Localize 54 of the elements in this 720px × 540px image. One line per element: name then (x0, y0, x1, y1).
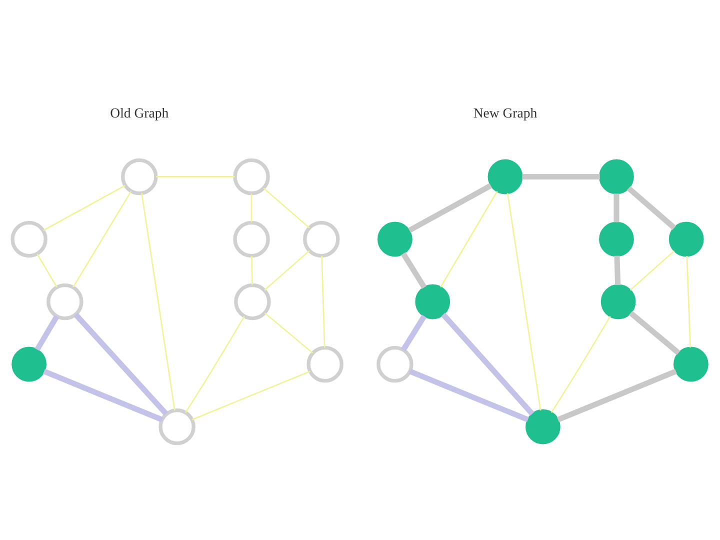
connector (400, 252, 427, 288)
connector (250, 193, 252, 222)
node-circle (46, 282, 84, 320)
connector (522, 173, 600, 179)
connector (556, 368, 677, 422)
connector (141, 192, 176, 410)
connector (321, 255, 326, 348)
connector (251, 256, 253, 284)
label: Old Graph (110, 104, 169, 120)
connector (408, 182, 492, 232)
node-circle (233, 220, 270, 258)
node-circle (668, 221, 704, 256)
connector (34, 314, 60, 351)
node-circle (12, 346, 47, 382)
connector (264, 250, 310, 290)
node-circle (306, 345, 344, 382)
node-circle (158, 408, 196, 445)
connector (72, 190, 132, 287)
connector (263, 187, 310, 228)
node-circle (233, 158, 270, 195)
node-circle (415, 284, 450, 319)
node-circle (600, 284, 636, 319)
connector (550, 315, 611, 412)
connector (400, 314, 427, 351)
connector (192, 370, 310, 420)
connector (408, 368, 529, 422)
connector (264, 312, 314, 354)
connector (441, 312, 534, 416)
node-circle (488, 158, 523, 194)
connector (614, 255, 621, 285)
node-circle (303, 220, 340, 258)
connector (614, 193, 620, 222)
node-circle (234, 282, 271, 320)
connector (440, 190, 498, 287)
node-circle (673, 346, 708, 382)
connector (630, 250, 675, 290)
connector (686, 255, 692, 348)
connector (43, 368, 164, 422)
node-circle (10, 220, 48, 258)
node-circle (377, 221, 412, 256)
connector (185, 315, 245, 412)
node-circle (376, 345, 414, 382)
connector (628, 310, 680, 355)
node-circle (121, 158, 158, 195)
connector (626, 186, 676, 230)
connector (156, 176, 235, 177)
node-circle (599, 158, 634, 194)
connector (506, 192, 542, 410)
node-circle (525, 408, 560, 444)
connector (74, 312, 168, 416)
label: New Graph (473, 104, 538, 120)
connector (43, 184, 126, 230)
connector (36, 253, 58, 287)
node-circle (599, 221, 634, 256)
